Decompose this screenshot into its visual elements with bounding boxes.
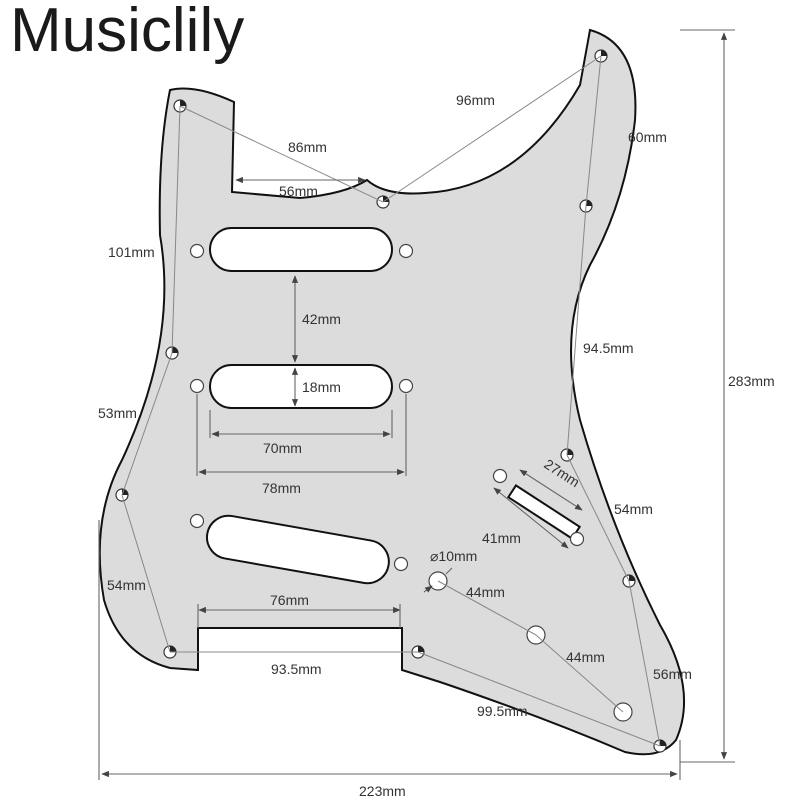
bridge-pickup-slot <box>205 514 390 585</box>
dim-70mm: 70mm <box>263 440 302 456</box>
dim-56mm-right: 56mm <box>653 666 692 682</box>
dim-99-5mm: 99.5mm <box>477 703 528 719</box>
dim-223mm: 223mm <box>359 783 406 799</box>
dim-78mm: 78mm <box>262 480 301 496</box>
dim-283mm: 283mm <box>728 373 775 389</box>
dim-94-5mm: 94.5mm <box>583 340 634 356</box>
dim-56mm-top: 56mm <box>279 183 318 199</box>
dim-44mm-b: 44mm <box>566 649 605 665</box>
dim-41mm: 41mm <box>482 530 521 546</box>
dim-44mm-a: 44mm <box>466 584 505 600</box>
dim-101mm: 101mm <box>108 244 155 260</box>
hole-connector-lines <box>121 55 661 747</box>
dim-96mm: 96mm <box>456 92 495 108</box>
dim-93-5mm: 93.5mm <box>271 661 322 677</box>
dim-60mm: 60mm <box>628 129 667 145</box>
dim-86mm: 86mm <box>288 139 327 155</box>
dim-53mm: 53mm <box>98 405 137 421</box>
dim-76mm: 76mm <box>270 592 309 608</box>
pickup-mounting-holes <box>189 243 585 572</box>
dimension-labels: 96mm 60mm 86mm 56mm 101mm 42mm 18mm 94.5… <box>98 92 775 799</box>
dim-10mm-diameter: ⌀10mm <box>430 548 477 564</box>
dimension-lines <box>98 29 735 780</box>
brand-logo: Musiclily <box>10 0 245 65</box>
dim-54mm-right: 54mm <box>614 501 653 517</box>
dim-54mm-left: 54mm <box>107 577 146 593</box>
dim-42mm: 42mm <box>302 311 341 327</box>
dim-18mm: 18mm <box>302 379 341 395</box>
neck-pickup-slot <box>209 227 393 272</box>
middle-pickup-slot <box>209 364 393 409</box>
